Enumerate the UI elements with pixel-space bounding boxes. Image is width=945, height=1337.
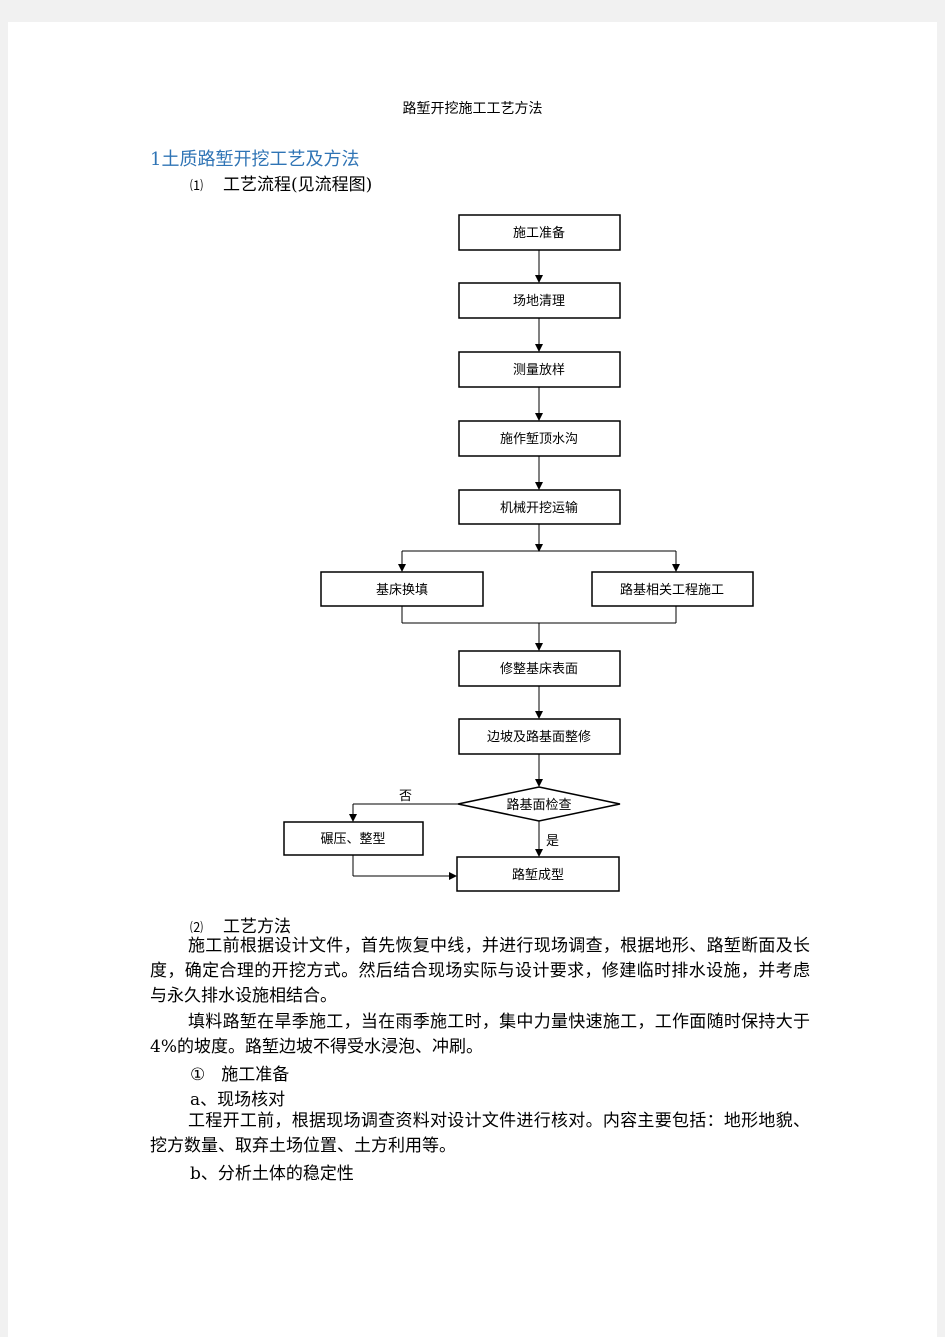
- item-a: a、现场核对: [190, 1090, 286, 1110]
- flow-label-done: 路堑成型: [512, 867, 564, 883]
- sub-1-number: ①: [190, 1065, 206, 1085]
- flow-label-trim-slope: 边坡及路基面整修: [487, 729, 591, 745]
- flow-label-compact: 碾压、整型: [320, 832, 385, 847]
- sub-1-label: 施工准备: [221, 1065, 290, 1085]
- flow-box-related: [591, 571, 754, 607]
- section-heading: 1土质路堑开挖工艺及方法: [150, 149, 360, 170]
- step-2-number: ⑵: [190, 921, 204, 936]
- sub-1-line: ① 施工准备: [190, 1060, 289, 1085]
- flow-label-yes: 是: [546, 834, 559, 849]
- flow-label-trim-bed: 修整基床表面: [500, 662, 578, 677]
- flow-label-prep: 施工准备: [513, 225, 565, 241]
- flow-label-survey: 测量放样: [513, 363, 565, 378]
- step-1-number: ⑴: [190, 179, 204, 194]
- flow-label-inspect: 路基面检查: [506, 797, 571, 813]
- step-1-line: ⑴ 工艺流程(见流程图): [190, 170, 372, 195]
- flow-label-clear: 场地清理: [513, 294, 565, 309]
- flow-box-trim-bed: [458, 650, 621, 687]
- flow-label-ditch: 施作堑顶水沟: [500, 432, 578, 447]
- flow-box-survey: [458, 351, 621, 388]
- flow-box-compact: [283, 821, 424, 856]
- flow-label-related: 路基相关工程施工: [620, 582, 724, 598]
- paragraph-3: 工程开工前，根据现场调查资料对设计文件进行核对。内容主要包括：地形地貌、挖方数量…: [150, 1111, 810, 1156]
- step-2-line: ⑵ 工艺方法: [190, 912, 291, 937]
- item-b: b、分析土体的稳定性: [190, 1164, 354, 1184]
- step-1-label: 工艺流程(见流程图): [223, 175, 373, 195]
- paragraph-1: 施工前根据设计文件，首先恢复中线，并进行现场调查，根据地形、路堑断面及长度，确定…: [150, 936, 810, 1006]
- flow-box-excavate: [458, 489, 621, 525]
- flow-label-no: 否: [399, 789, 412, 804]
- paragraph-2: 填料路堑在旱季施工，当在雨季施工时，集中力量快速施工，工作面随时保持大于4%的坡…: [150, 1012, 810, 1057]
- flow-box-trim-slope: [458, 718, 621, 755]
- flow-box-fill: [320, 571, 484, 607]
- flow-box-done: [456, 856, 620, 892]
- flow-box-ditch: [458, 420, 621, 457]
- document-title: 路堑开挖施工工艺方法: [402, 101, 543, 117]
- flow-label-excavate: 机械开挖运输: [500, 500, 578, 516]
- flow-label-fill: 基床换填: [376, 583, 428, 598]
- step-2-label: 工艺方法: [223, 917, 292, 937]
